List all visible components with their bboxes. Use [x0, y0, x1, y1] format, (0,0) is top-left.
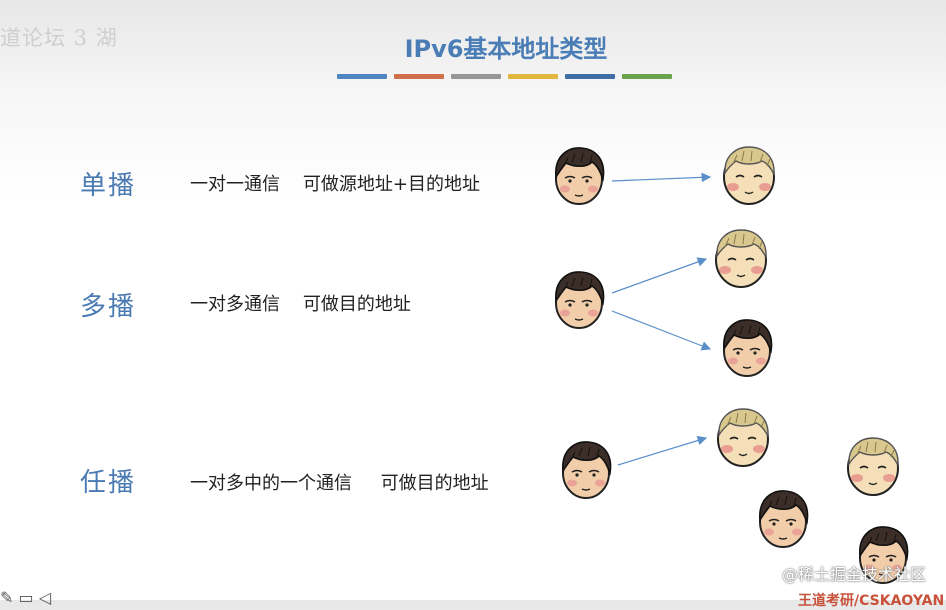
- arrow-multicast-1: [611, 257, 708, 294]
- desc-anycast: 一对多中的一个通信 可做目的地址: [190, 473, 489, 494]
- arrow-anycast: [617, 435, 708, 466]
- title-bar-2: [394, 74, 444, 79]
- arrow-multicast-2: [611, 310, 712, 351]
- dark-hair-face-icon: [548, 268, 610, 332]
- dark-hair-face-icon: [555, 438, 617, 502]
- title-color-bars: [337, 74, 672, 79]
- blonde-hair-face-icon: [718, 143, 780, 207]
- title-bar-5: [565, 74, 615, 79]
- title-bar-4: [508, 74, 558, 79]
- term-unicast: 单播: [80, 171, 137, 201]
- slide-title: IPv6基本地址类型: [404, 35, 608, 63]
- watermark-top-left: 道论坛 3 湖: [0, 26, 118, 50]
- term-multicast: 多播: [80, 292, 137, 322]
- blonde-hair-face-icon: [710, 226, 772, 290]
- dark-hair-face-icon: [752, 487, 814, 551]
- toolbar-pen-icon[interactable]: ✎ ▭ ◁: [0, 588, 51, 607]
- title-bar-3: [451, 74, 501, 79]
- term-anycast: 任播: [80, 468, 137, 498]
- desc-multicast: 一对多通信 可做目的地址: [190, 294, 411, 315]
- blonde-hair-face-icon: [842, 434, 904, 498]
- title-bar-6: [622, 74, 672, 79]
- watermark-bottom-right: @稀土掘金技术社区: [781, 565, 926, 584]
- title-bar-1: [337, 74, 387, 79]
- arrow-unicast: [611, 172, 712, 183]
- watermark-bottom-source: 王道考研/CSKAOYAN: [798, 593, 945, 609]
- dark-hair-face-icon: [852, 523, 914, 587]
- dark-hair-face-icon: [548, 144, 610, 208]
- dark-hair-face-icon: [716, 316, 778, 380]
- blonde-hair-face-icon: [712, 405, 774, 469]
- desc-unicast: 一对一通信 可做源地址+目的地址: [190, 174, 480, 195]
